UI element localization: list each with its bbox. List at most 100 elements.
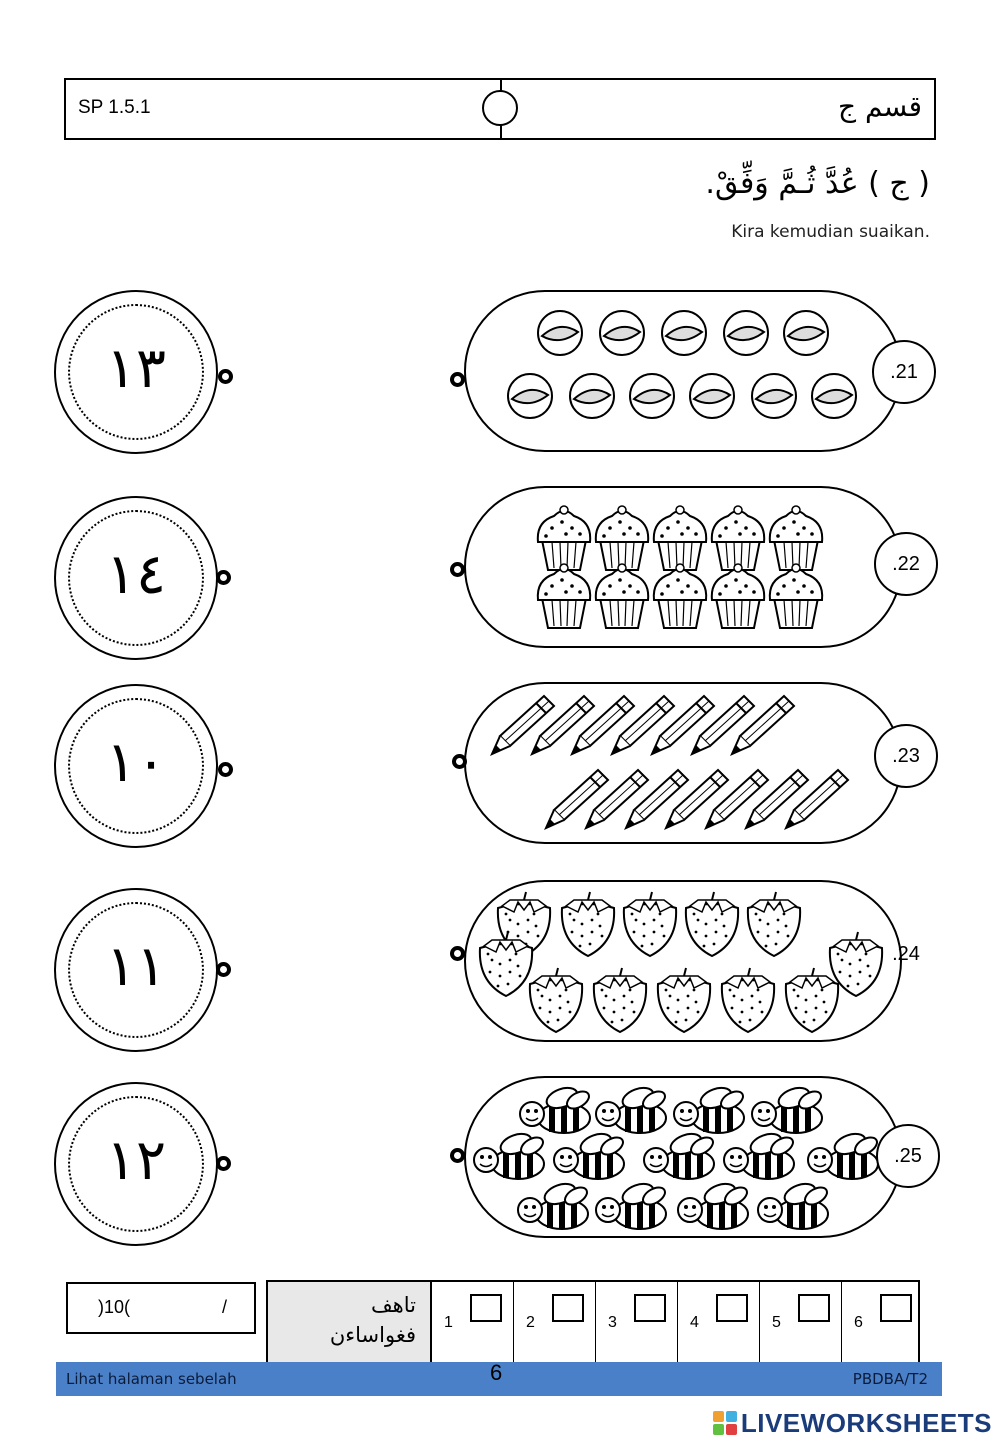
bee-icon <box>554 1130 626 1179</box>
bee-icon <box>678 1180 750 1229</box>
marble-icon <box>537 310 583 356</box>
footer-bar: Lihat halaman sebelah 6 PBDBA/T2 <box>56 1360 942 1396</box>
level-checkbox-4[interactable] <box>716 1294 748 1322</box>
question-number-23: .23 <box>874 724 938 788</box>
left-connector-dot-4[interactable] <box>216 962 231 977</box>
footer-code: PBDBA/T2 <box>852 1370 928 1388</box>
question-box-21: .21 <box>464 290 936 452</box>
instruction-malay: Kira kemudian suaikan. <box>731 222 930 242</box>
number-text: ١١ <box>105 934 167 999</box>
strawberry-icon <box>720 967 776 1033</box>
mastery-level-label: تاهف فغواساءن <box>268 1282 432 1362</box>
left-connector-dot-1[interactable] <box>218 369 233 384</box>
right-connector-dot-25[interactable] <box>450 1148 465 1163</box>
marble-icon <box>599 310 645 356</box>
marble-icon <box>723 310 769 356</box>
question-number-25: .25 <box>876 1124 940 1188</box>
number-circle-2: ١٤ <box>54 496 218 660</box>
question-number-21: .21 <box>872 340 936 404</box>
strawberry-icon <box>684 891 740 957</box>
bee-icon <box>518 1180 590 1229</box>
marble-icon <box>783 310 829 356</box>
level-cell-5: 5 <box>760 1282 842 1362</box>
strawberry-icon <box>656 967 712 1033</box>
score-slash: / <box>222 1297 228 1317</box>
score-box: )10( / <box>66 1282 256 1334</box>
score-total: )10( <box>98 1297 131 1317</box>
bee-icon <box>520 1084 592 1133</box>
footer-next-page: Lihat halaman sebelah <box>66 1370 237 1388</box>
number-circle-1: ١٣ <box>54 290 218 454</box>
bee-icon <box>808 1130 880 1179</box>
bee-icon <box>474 1130 546 1179</box>
left-connector-dot-5[interactable] <box>216 1156 231 1171</box>
number-text: ١٣ <box>105 336 167 401</box>
instruction-arabic: ( ج ) عُدَّ ثُـمَّ وَفِّقْ. <box>705 166 930 201</box>
bee-icon <box>752 1084 824 1133</box>
sp-code: SP 1.5.1 <box>78 97 151 118</box>
strawberry-icon <box>528 967 584 1033</box>
left-connector-dot-2[interactable] <box>216 570 231 585</box>
level-cell-4: 4 <box>678 1282 760 1362</box>
strawberry-icon <box>622 891 678 957</box>
cupcake-group <box>536 505 824 629</box>
level-cell-2: 2 <box>514 1282 596 1362</box>
strawberry-group <box>478 891 884 1033</box>
right-connector-dot-24[interactable] <box>450 946 465 961</box>
question-box-24: .24 <box>464 880 920 1042</box>
strawberry-icon <box>560 891 616 957</box>
number-circle-5: ١٢ <box>54 1082 218 1246</box>
brand-name: LIVEWORKSHEETS <box>740 1407 992 1438</box>
number-circle-4: ١١ <box>54 888 218 1052</box>
number-text: ١٢ <box>105 1128 167 1193</box>
right-connector-dot-21[interactable] <box>450 372 465 387</box>
page-number: 6 <box>490 1360 503 1385</box>
left-connector-dot-3[interactable] <box>218 762 233 777</box>
cupcake-icon <box>594 505 650 571</box>
marble-icon <box>507 373 553 419</box>
liveworksheets-logo: LIVEWORKSHEETS <box>712 1406 992 1440</box>
header-circle <box>482 90 518 126</box>
marble-icon <box>569 373 615 419</box>
bee-group <box>466 1078 904 1240</box>
question-box-22: .22 <box>464 486 938 648</box>
question-box-25: .25 <box>464 1076 940 1240</box>
question-number-24: .24 <box>892 943 920 965</box>
question-number-22: .22 <box>874 532 938 596</box>
right-connector-dot-23[interactable] <box>452 754 467 769</box>
logo-mark-icon <box>712 1411 737 1435</box>
cupcake-icon <box>768 505 824 571</box>
strawberry-icon <box>592 967 648 1033</box>
marble-icon <box>689 373 735 419</box>
cupcake-icon <box>710 563 766 629</box>
pencil-group <box>491 695 849 829</box>
level-checkbox-5[interactable] <box>798 1294 830 1322</box>
mastery-level-table: تاهف فغواساءن 1 2 3 4 5 6 <box>266 1280 920 1364</box>
section-title: قسم ج <box>838 90 922 123</box>
level-cell-6: 6 <box>842 1282 924 1362</box>
bee-icon <box>674 1084 746 1133</box>
question-box-23: .23 <box>464 682 938 844</box>
level-checkbox-2[interactable] <box>552 1294 584 1322</box>
level-checkbox-6[interactable] <box>880 1294 912 1322</box>
bee-icon <box>596 1180 668 1229</box>
level-checkbox-1[interactable] <box>470 1294 502 1322</box>
cupcake-icon <box>536 505 592 571</box>
level-checkbox-3[interactable] <box>634 1294 666 1322</box>
marble-icon <box>751 373 797 419</box>
marble-group <box>507 310 857 419</box>
strawberry-icon <box>746 891 802 957</box>
cupcake-icon <box>652 505 708 571</box>
cupcake-icon <box>536 563 592 629</box>
level-cell-3: 3 <box>596 1282 678 1362</box>
number-circle-3: ١٠ <box>54 684 218 848</box>
cupcake-icon <box>710 505 766 571</box>
marble-icon <box>629 373 675 419</box>
level-cell-1: 1 <box>432 1282 514 1362</box>
cupcake-icon <box>594 563 650 629</box>
marble-icon <box>661 310 707 356</box>
cupcake-icon <box>652 563 708 629</box>
header-box: SP 1.5.1 قسم ج <box>64 78 936 140</box>
number-text: ١٤ <box>105 542 167 607</box>
right-connector-dot-22[interactable] <box>450 562 465 577</box>
